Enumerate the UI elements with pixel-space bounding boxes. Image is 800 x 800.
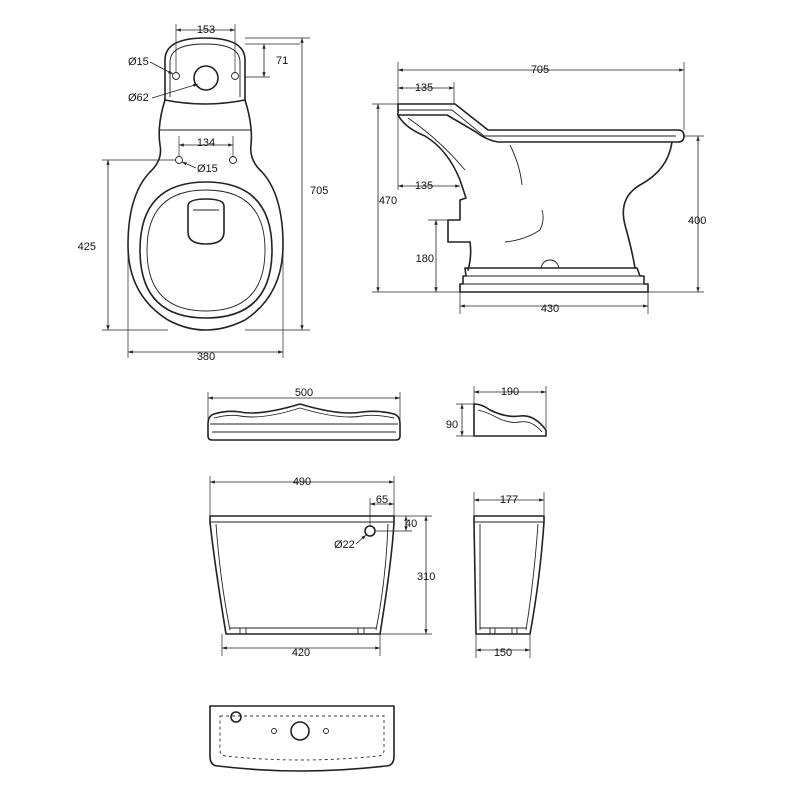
- dim-180: 180: [416, 253, 434, 265]
- dim-90: 90: [446, 419, 458, 431]
- cistern-side-front-line: [525, 523, 539, 631]
- dim-135-lower: 135: [415, 180, 433, 192]
- bowl-opening: [187, 198, 225, 245]
- cistern-plan-inner: [219, 715, 385, 761]
- cistern-plan: [209, 705, 395, 772]
- plan-bolt-right: [323, 728, 329, 734]
- plan-outlet-hole: [290, 721, 310, 741]
- dim-500: 500: [295, 387, 313, 399]
- cistern-mount-inner: [169, 43, 241, 97]
- dim-400: 400: [688, 215, 706, 227]
- pan-flush-channel: [407, 117, 466, 171]
- dim-380: 380: [197, 351, 215, 363]
- dim-705-side: 705: [531, 64, 549, 76]
- dim-diameter-62: Ø62: [128, 92, 149, 104]
- pan-fixing-lug: [540, 259, 560, 269]
- dim-705-front: 705: [310, 185, 328, 197]
- plan-bolt-left: [271, 728, 277, 734]
- dim-135-top: 135: [415, 82, 433, 94]
- cistern-plan-outline: [209, 705, 395, 772]
- cistern-lid-front: 500: [207, 387, 401, 441]
- cistern-hole-left: [172, 72, 180, 80]
- cistern-foot-left: [239, 627, 247, 635]
- pan-rim: [397, 103, 685, 143]
- cistern-mount-outline: [164, 37, 246, 105]
- dim-430: 430: [541, 303, 559, 315]
- dim-65: 65: [376, 494, 388, 506]
- cistern-side: 177 150: [473, 492, 545, 659]
- dim-diameter-15-top: Ø15: [128, 56, 149, 68]
- lid-side-crest: [477, 409, 543, 433]
- dim-153: 153: [197, 24, 215, 36]
- pan-trapway-line: [509, 144, 523, 186]
- dim-310: 310: [417, 571, 435, 583]
- flush-button-hole: [364, 525, 376, 537]
- pan-rim-inner: [398, 109, 676, 137]
- plan-button-hole: [230, 711, 242, 723]
- outlet-hole: [193, 65, 219, 91]
- pan-front-foot: [467, 241, 472, 271]
- pan-side-view: 705 135 135 470 180 400 430: [372, 62, 706, 315]
- pan-plinth: [459, 267, 649, 293]
- seat-ring-outer: [139, 181, 273, 319]
- dim-diameter-15-lower: Ø15: [197, 163, 218, 175]
- cistern-foot-right: [357, 627, 365, 635]
- cistern-front-left-edge: [215, 523, 231, 631]
- cistern-lid-side: 190 90: [446, 386, 547, 437]
- pan-top-view: 153 71 Ø15 Ø62 134 Ø15 705 425: [78, 24, 328, 363]
- pan-body-outline: [127, 99, 284, 331]
- dim-177: 177: [500, 494, 518, 506]
- cistern-front-right-edge: [375, 523, 389, 631]
- dim-470: 470: [379, 195, 397, 207]
- cistern-hole-right: [231, 72, 239, 80]
- dim-490: 490: [293, 476, 311, 488]
- pan-inlet-horn: [397, 114, 471, 243]
- pan-trap-curve: [504, 209, 544, 243]
- dim-190: 190: [501, 386, 519, 398]
- dim-diameter-22: Ø22: [334, 539, 355, 551]
- dim-134: 134: [197, 137, 215, 149]
- seat-ring-inner: [146, 189, 266, 312]
- pan-back-curve: [622, 141, 673, 269]
- dim-420: 420: [292, 647, 310, 659]
- fixing-hole-right: [229, 156, 237, 164]
- lid-crest: [213, 407, 395, 419]
- cistern-front: 490 65 40 Ø22 310 420: [209, 476, 435, 659]
- dim-71: 71: [276, 55, 288, 67]
- dim-150: 150: [494, 647, 512, 659]
- dim-425: 425: [78, 241, 96, 253]
- fixing-hole-left: [175, 156, 183, 164]
- lid-side-outline: [473, 403, 547, 437]
- dim-40: 40: [405, 518, 417, 530]
- lid-outline: [207, 403, 401, 441]
